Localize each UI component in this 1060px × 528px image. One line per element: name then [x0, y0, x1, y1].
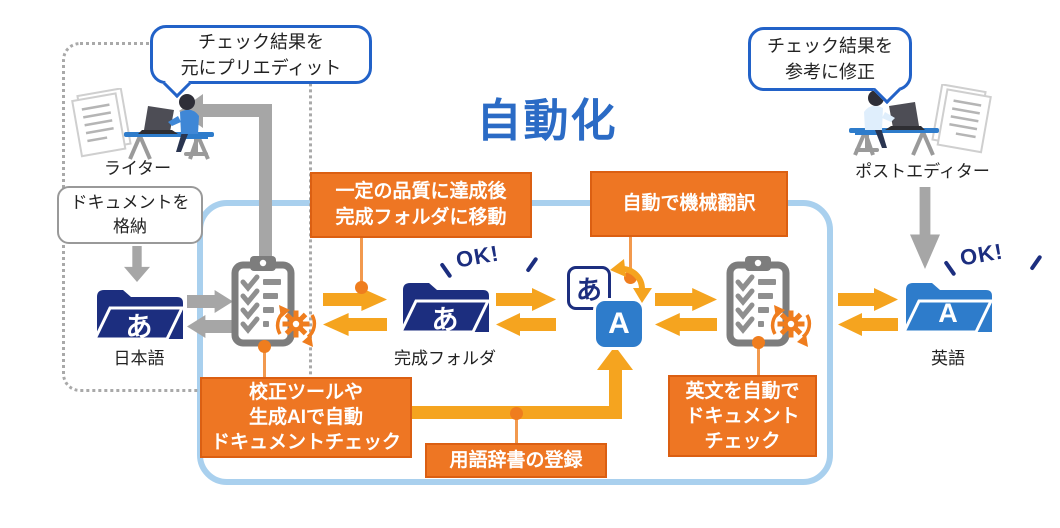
quality-connector-line: [360, 237, 363, 283]
post-editor-bubble-line1: チェック結果を: [767, 36, 893, 56]
translate-target-box: A: [596, 301, 642, 347]
gray-arrow-left: [187, 315, 233, 338]
machine-translation-text: 自動で機械翻訳: [622, 193, 756, 214]
dictionary-connector-dot: [510, 407, 523, 420]
doccheck-connector-dot: [258, 340, 271, 353]
emphasis-slash-icon: [1029, 254, 1043, 271]
post-editor-bubble-line2: 参考に修正: [785, 62, 875, 82]
amber-arrow-left: [323, 313, 387, 336]
folder-done: あ: [399, 276, 491, 335]
laptop-icon: [885, 102, 925, 130]
encheck-connector-dot: [752, 336, 765, 349]
post-editor-illustration: [849, 84, 992, 156]
en-check-line3: チェック: [704, 430, 781, 452]
amber-arrow-right: [496, 288, 556, 311]
machine-translation-label: 自動で機械翻訳: [590, 171, 788, 237]
ok-text: OK!: [958, 238, 1006, 271]
en-check-label: 英文を自動で ドキュメント チェック: [668, 375, 817, 457]
doc-check-line3: ドキュメントチェック: [210, 432, 401, 453]
amber-arrow-left: [838, 313, 898, 336]
mt-connector-line: [629, 237, 632, 273]
writer-bubble-line1: チェック結果を: [198, 31, 324, 52]
folder-japanese: あ: [93, 283, 185, 342]
post-editor-label: ポストエディター: [855, 162, 990, 181]
post-editor-speech-bubble: チェック結果を 参考に修正: [748, 27, 912, 91]
folder-english-label: 英語: [931, 349, 965, 368]
folder-icon: [93, 290, 185, 341]
ok-badge: OK!: [943, 238, 1044, 284]
folder-japanese-letter: あ: [125, 312, 153, 342]
folder-english: A: [902, 276, 994, 334]
diagram-title: 自動化: [476, 95, 618, 146]
store-bubble-line2: 格納: [113, 217, 147, 236]
amber-arrow-right: [323, 288, 387, 311]
quality-label-line1: 一定の品質に達成後: [335, 181, 507, 202]
sync-gear-icon: [275, 305, 317, 347]
doccheck-connector-line: [263, 351, 266, 378]
translate-source-letter: あ: [575, 274, 602, 305]
feedback-arrow-horizontal: [203, 104, 272, 117]
folder-done-label: 完成フォルダ: [394, 349, 496, 368]
dictionary-connector-line: [515, 418, 518, 445]
posteditor-down-arrow: [910, 187, 940, 269]
writer-speech-bubble: チェック結果を 元にプリエディット: [150, 25, 372, 84]
translate-swap-arrow-icon: [610, 259, 652, 303]
feedback-arrow-vertical: [259, 104, 272, 258]
dictionary-elbow-vertical: [609, 368, 622, 419]
dictionary-label: 用語辞書の登録: [425, 443, 607, 478]
encheck-connector-line: [757, 347, 760, 376]
en-check-line1: 英文を自動で: [685, 380, 800, 402]
gray-arrow-right: [187, 290, 233, 313]
translate-target-letter: A: [608, 307, 630, 340]
writer-label: ライター: [103, 159, 172, 178]
sync-gear-icon: [770, 305, 812, 347]
emphasis-slash-icon: [943, 260, 957, 277]
folder-english-letter: A: [938, 298, 958, 328]
emphasis-slash-icon: [525, 256, 539, 273]
store-document-bubble: ドキュメントを 格納: [57, 186, 203, 244]
doc-check-line1: 校正ツールや: [248, 382, 363, 403]
amber-arrow-right: [838, 288, 898, 311]
folder-japanese-label: 日本語: [113, 349, 165, 368]
documents-icon: [931, 84, 992, 154]
amber-arrow-left: [496, 313, 556, 336]
writer-bubble-line2: 元にプリエディット: [180, 57, 342, 78]
folder-done-letter: あ: [431, 305, 459, 335]
emphasis-slash-icon: [439, 262, 453, 279]
ok-text: OK!: [454, 240, 502, 273]
ok-badge: OK!: [439, 240, 540, 286]
laptop-icon: [138, 106, 178, 134]
dictionary-text: 用語辞書の登録: [449, 449, 583, 471]
documents-icon: [71, 88, 132, 158]
doc-check-line2: 生成AIで自動: [248, 407, 363, 428]
amber-arrow-right: [655, 288, 717, 311]
writer-illustration: [71, 88, 214, 160]
en-check-line2: ドキュメント: [685, 405, 800, 427]
store-bubble-line1: ドキュメントを: [70, 193, 190, 212]
quality-connector-dot: [355, 281, 368, 294]
person-figure: [168, 94, 208, 156]
folder-icon: [399, 283, 491, 334]
quality-label-line2: 完成フォルダに移動: [335, 207, 507, 228]
translate-source-box: あ: [567, 266, 611, 310]
dictionary-elbow-arrow-head: [597, 346, 633, 370]
quality-label: 一定の品質に達成後 完成フォルダに移動: [310, 172, 532, 238]
amber-arrow-left: [655, 313, 717, 336]
doc-check-label: 校正ツールや 生成AIで自動 ドキュメントチェック: [200, 377, 412, 458]
folder-icon: [902, 283, 994, 334]
